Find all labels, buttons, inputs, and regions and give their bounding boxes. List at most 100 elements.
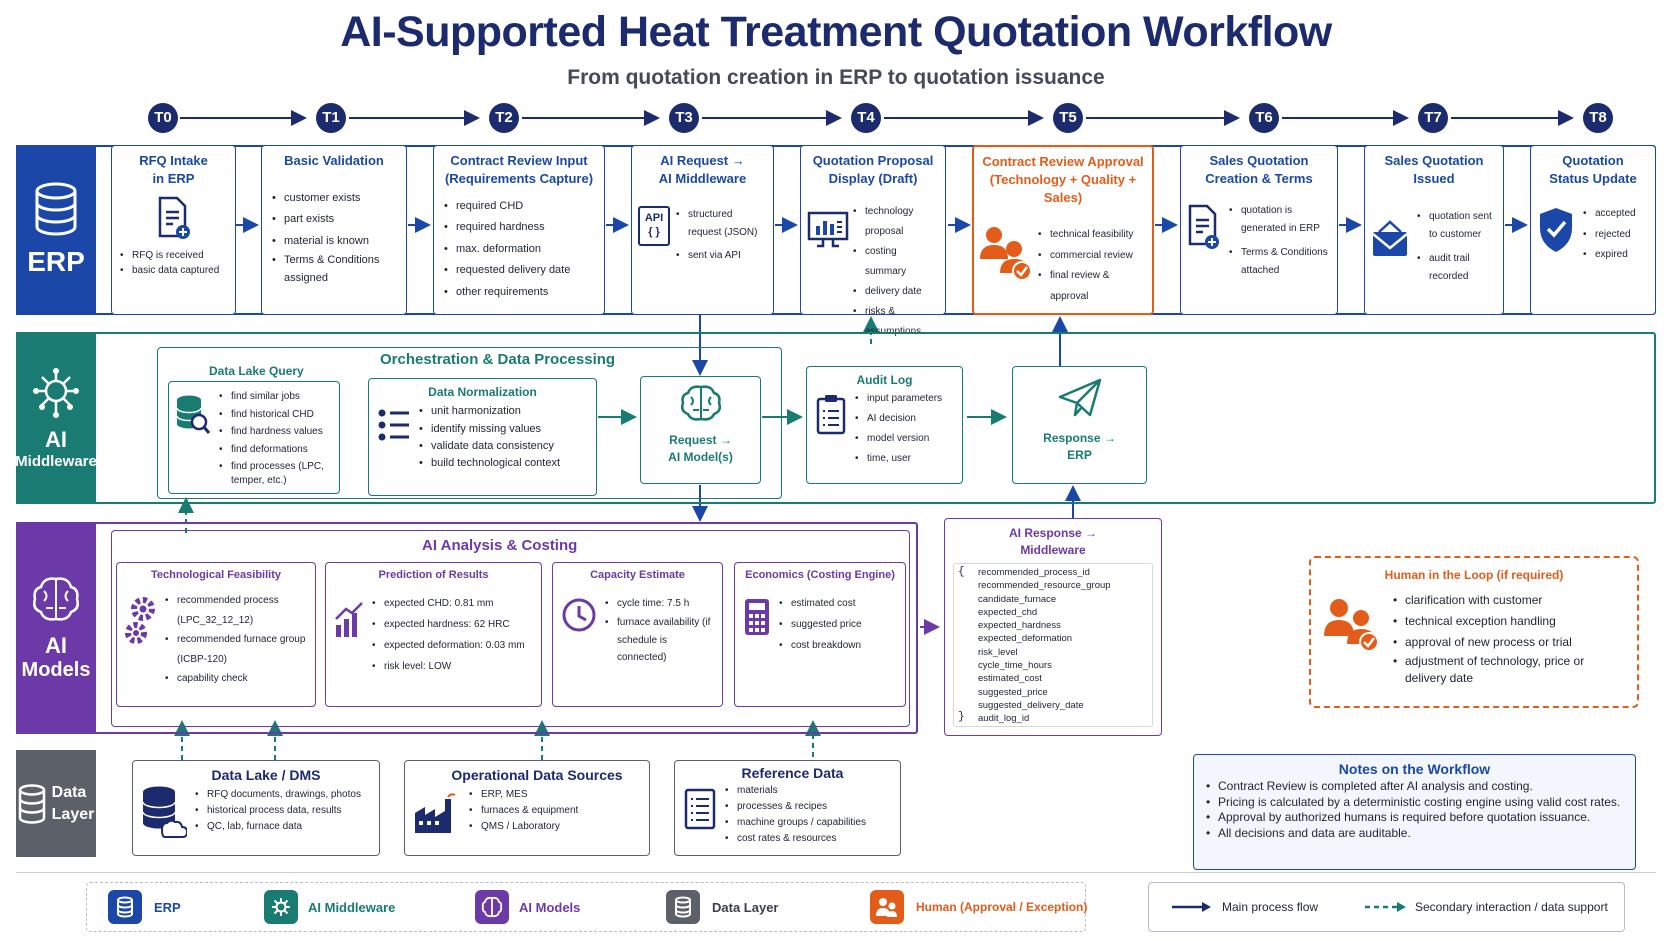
list-item: All decisions and data are auditable. <box>1204 826 1625 842</box>
card-title: Data Lake Query <box>209 364 304 378</box>
database-icon <box>18 783 45 824</box>
card-title-line: Sales Quotation <box>1384 153 1484 168</box>
database-icon <box>675 896 691 918</box>
card-title-line: AI Response → <box>1008 526 1098 540</box>
models-lane-title-line1: AI <box>45 632 67 658</box>
document-plus-icon <box>1188 204 1219 249</box>
list-item: quotation sent to customer <box>1415 208 1497 244</box>
legend-human-swatch <box>870 890 904 924</box>
step-t7: T7 <box>1418 103 1448 133</box>
list-item: structured request (JSON) <box>674 206 767 241</box>
list-item: costing summary <box>851 242 939 282</box>
notes-box: Notes on the Workflow Contract Review is… <box>1193 754 1636 870</box>
list-item: commercial review <box>1036 246 1146 267</box>
economics-card: Economics (Costing Engine) estimated cos… <box>734 562 906 707</box>
card-title-line: Display (Draft) <box>828 171 918 186</box>
card-title-line: RFQ Intake <box>139 153 208 168</box>
list-item: model version <box>853 429 942 449</box>
legend-main-flow-label: Main process flow <box>1222 900 1319 914</box>
list-item: unit harmonization <box>417 403 560 421</box>
list-item: historical process data, results <box>193 803 361 819</box>
json-fields: recommended_process_id recommended_resou… <box>960 566 1146 726</box>
api-icon-label: API <box>644 212 664 224</box>
card-title: Basic Validation <box>284 153 384 168</box>
document-add-icon <box>158 196 190 239</box>
legend-human-label: Human (Approval / Exception) <box>916 900 1088 914</box>
tech-feasibility-card: Technological Feasibility recommended pr… <box>116 562 316 707</box>
database-icon <box>35 182 77 236</box>
brain-icon <box>481 896 503 918</box>
list-item: time, user <box>853 449 942 469</box>
document-list-icon <box>684 788 716 830</box>
erp-lane-label: ERP <box>16 145 96 315</box>
list-item: ERP, MES <box>467 787 578 803</box>
step-t4: T4 <box>851 103 881 133</box>
json-close-brace: } <box>958 710 965 723</box>
divider <box>16 872 1656 873</box>
calculator-icon <box>745 599 769 635</box>
factory-icon <box>415 793 456 833</box>
list-item: QC, lab, furnace data <box>193 819 361 835</box>
ai-circuit-icon <box>33 367 79 418</box>
ai-analysis-group-title: AI Analysis & Costing <box>422 537 578 554</box>
list-icon <box>378 409 409 441</box>
list-item: customer exists <box>270 188 398 210</box>
legend-middleware-label: AI Middleware <box>308 899 396 915</box>
database-search-icon <box>176 395 211 434</box>
card-items: estimated cost suggested price cost brea… <box>777 593 862 656</box>
list-item: Approval by authorized humans is require… <box>1204 810 1625 826</box>
list-item: materials <box>723 783 866 799</box>
legend-data-swatch <box>666 890 700 924</box>
reference-data-card: Reference Data materials processes & rec… <box>674 760 901 856</box>
notes-items: Contract Review is completed after AI an… <box>1204 779 1625 841</box>
legend-erp-swatch <box>108 890 142 924</box>
card-title-line: Quotation <box>1562 153 1624 168</box>
list-item: capability check <box>163 669 307 689</box>
card-title-line: Sales Quotation <box>1209 153 1309 168</box>
card-items: recommended process (LPC_32_12_12) recom… <box>163 591 307 689</box>
step-t8: T8 <box>1583 103 1613 133</box>
card-items: ERP, MES furnaces & equipment QMS / Labo… <box>467 787 578 835</box>
list-item: technical exception handling <box>1391 611 1625 632</box>
list-item: build technological context <box>417 456 560 472</box>
json-field: estimated_cost <box>978 673 1042 685</box>
card-items: accepted rejected expired <box>1581 204 1636 266</box>
list-item: delivery date <box>851 282 939 302</box>
list-item: find deformations <box>217 441 333 459</box>
legend-middleware: AI Middleware <box>264 890 395 924</box>
card-items: technical feasibility commercial review … <box>1036 225 1146 307</box>
card-items: customer exists part exists material is … <box>270 188 398 288</box>
middleware-lane-title-line2: Middleware <box>15 452 97 470</box>
legend-models-swatch <box>475 890 509 924</box>
list-item: validate data consistency <box>417 438 560 456</box>
card-items: find similar jobs find historical CHD fi… <box>217 388 333 487</box>
card-title-line: Response → <box>1043 431 1116 445</box>
braces-glyph: { } <box>648 226 660 238</box>
card-title-line: (Requirements Capture) <box>444 171 594 186</box>
legend-erp-label: ERP <box>154 899 181 915</box>
json-field: expected_hardness <box>978 620 1061 632</box>
card-title-line: AI Model(s) <box>668 450 733 464</box>
list-item: find similar jobs <box>217 388 333 406</box>
list-item: expected hardness: 62 HRC <box>370 614 525 635</box>
list-item: part exists <box>270 209 398 231</box>
paper-plane-icon <box>1058 378 1101 417</box>
list-item: RFQ documents, drawings, photos <box>193 787 361 803</box>
list-item: expected deformation: 0.03 mm <box>370 635 525 656</box>
data-lane-title-line1: Data <box>51 783 87 801</box>
people-icon <box>876 898 897 917</box>
list-item: risks & assumptions <box>851 302 939 342</box>
list-item: Terms & Conditions assigned <box>270 252 398 287</box>
human-loop-title: Human in the Loop (if required) <box>1384 568 1564 582</box>
json-field: candidate_furnace <box>978 593 1057 605</box>
capacity-estimate-card: Capacity Estimate cycle time: 7.5 h furn… <box>552 562 723 707</box>
card-items: materials processes & recipes machine gr… <box>723 783 866 847</box>
step-t0: T0 <box>148 103 178 133</box>
middleware-lane-label: AI Middleware <box>15 332 97 504</box>
